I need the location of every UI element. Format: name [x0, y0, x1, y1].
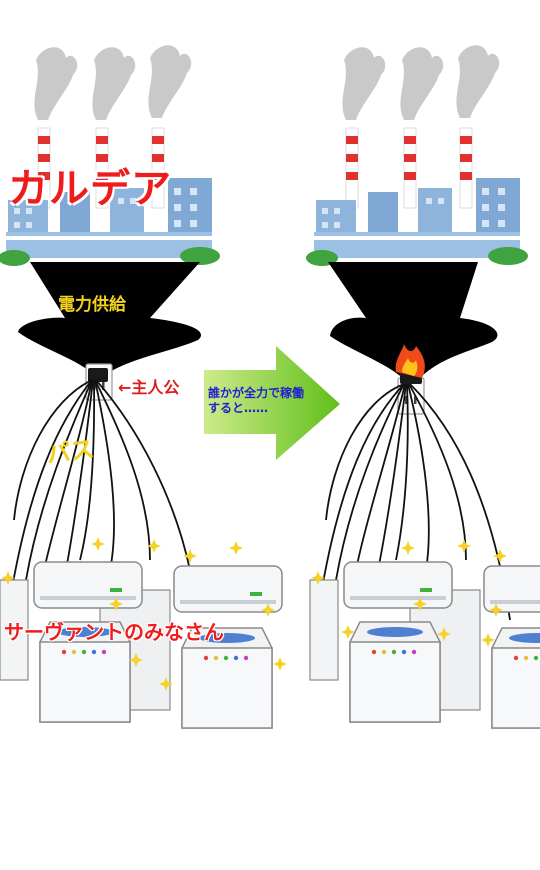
arrow-note: 誰かが全力で稼働 すると…… [208, 386, 304, 416]
air-conditioner-icon [173, 565, 283, 613]
washing-machine-icon [491, 627, 540, 729]
right-panel [306, 45, 540, 729]
cables [9, 379, 191, 601]
washing-machine-icon [349, 621, 441, 723]
servants-label: サーヴァントのみなさん [4, 620, 224, 644]
arrow-note-line1: 誰かが全力で稼働 [208, 386, 305, 400]
servant-appliances [0, 561, 283, 729]
right-arrow-icon [204, 346, 340, 460]
left-panel [0, 45, 287, 729]
power-funnel [328, 262, 498, 380]
air-conditioner-icon [33, 561, 143, 609]
power-funnel [18, 262, 202, 376]
power-supply-label: 電力供給 [58, 295, 126, 315]
factory-icon [306, 45, 528, 266]
title-label: カルデア [8, 166, 172, 212]
protagonist-label: ←主人公 [118, 378, 180, 397]
plug-icon [88, 368, 108, 382]
arrow-note-line2: すると…… [208, 401, 269, 415]
path-label: パス [44, 434, 97, 470]
servant-appliances [309, 561, 540, 729]
air-conditioner-icon [343, 561, 453, 609]
air-conditioner-icon [483, 565, 540, 613]
